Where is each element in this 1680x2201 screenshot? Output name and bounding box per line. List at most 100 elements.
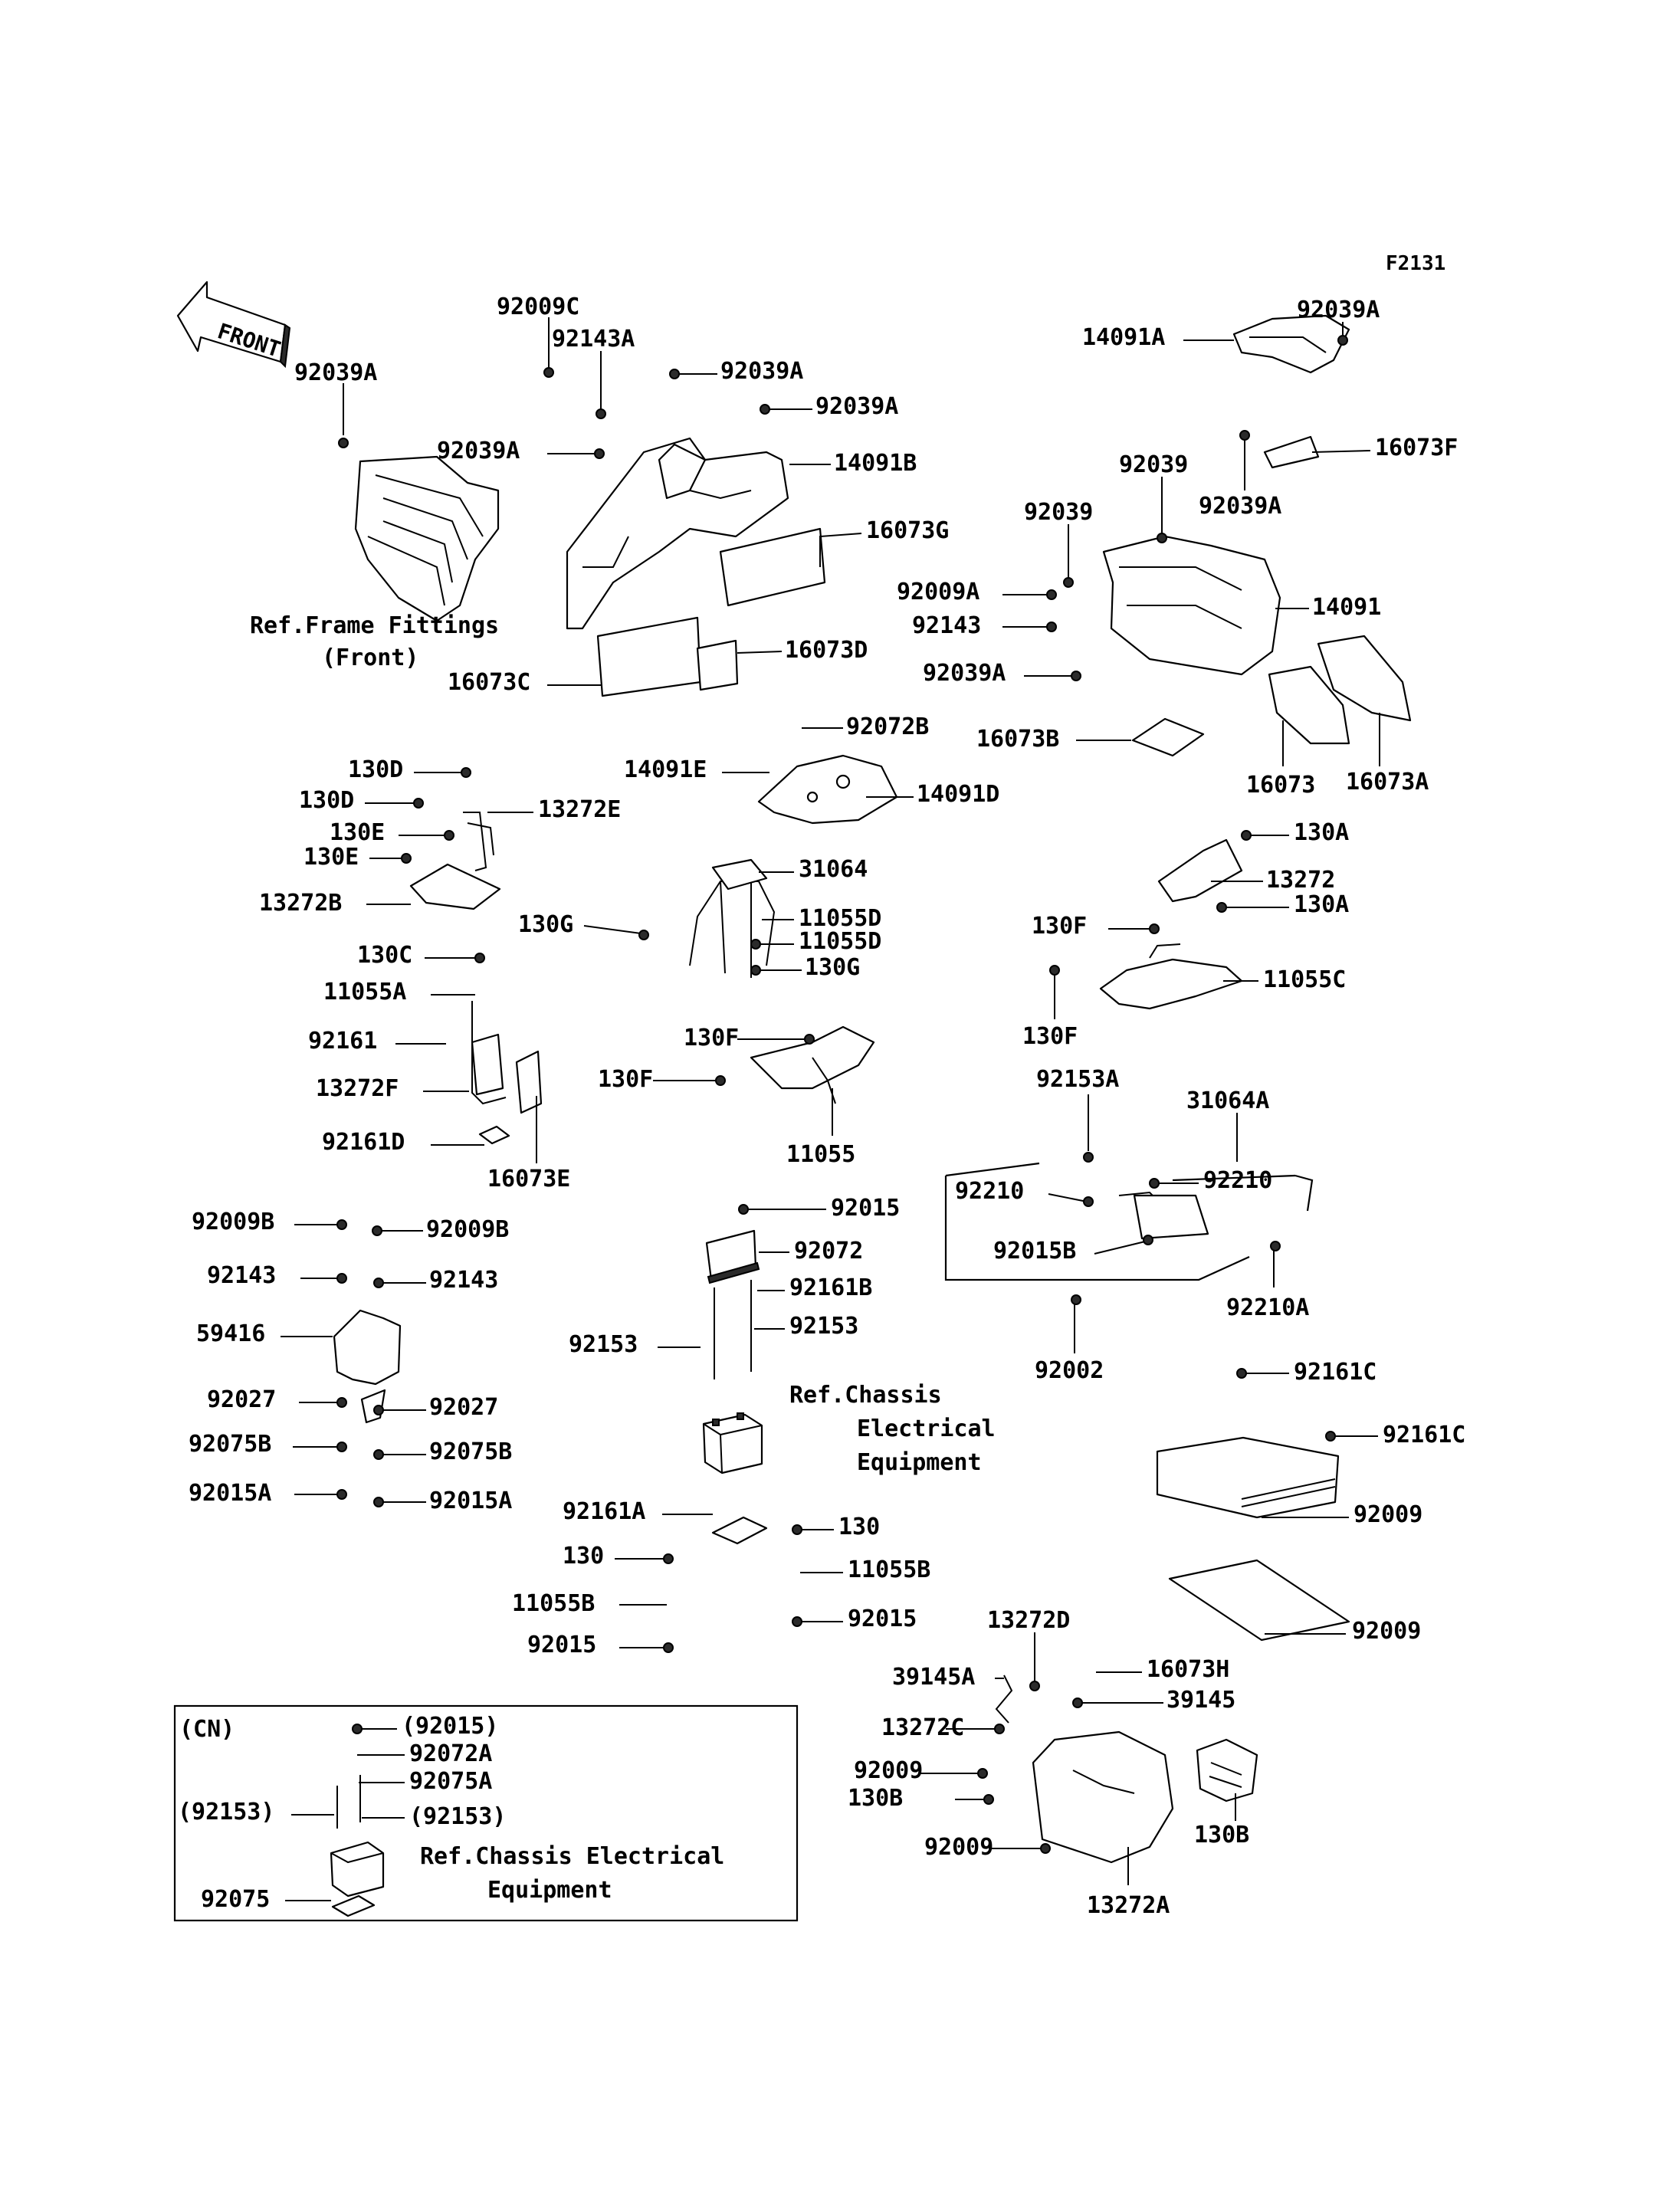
part-number-label: 14091 bbox=[1312, 594, 1381, 621]
callout: 92009B bbox=[377, 1216, 509, 1243]
part-number-label: 92009 bbox=[1354, 1501, 1422, 1528]
fastener-icon bbox=[596, 408, 606, 419]
part-number-label: 13272D bbox=[987, 1607, 1070, 1634]
part-number-label: 92039A bbox=[1199, 493, 1281, 520]
part-number-label: 16073D bbox=[785, 637, 868, 664]
callout: 92143 bbox=[207, 1262, 342, 1289]
stay-31064a-part bbox=[1118, 1191, 1209, 1240]
fastener-icon bbox=[669, 369, 680, 379]
callout: 31064 bbox=[759, 856, 868, 883]
callout: 92039A bbox=[923, 660, 1073, 687]
mat-16073h-part bbox=[1168, 1559, 1350, 1642]
callout: 16073B bbox=[976, 726, 1131, 753]
fastener-icon bbox=[1072, 1697, 1083, 1708]
fastener-icon bbox=[792, 1524, 802, 1535]
bracket-13272-part bbox=[1157, 838, 1243, 903]
part-number-label: 14091E bbox=[624, 756, 707, 783]
fastener-icon bbox=[738, 1204, 749, 1215]
callout: 92143A bbox=[552, 326, 635, 409]
cover-14091a-part bbox=[1232, 314, 1350, 374]
callout: 11055D bbox=[762, 905, 881, 932]
callout: 16073H bbox=[1096, 1656, 1229, 1683]
callout: 130G bbox=[759, 954, 860, 981]
part-number-label: 92161C bbox=[1294, 1359, 1376, 1386]
callout: 92009 bbox=[1265, 1618, 1421, 1645]
callout: 92015B bbox=[993, 1238, 1146, 1265]
fastener-icon bbox=[1063, 577, 1074, 588]
callout: 130B bbox=[1194, 1793, 1249, 1848]
callout: 16073C bbox=[448, 669, 602, 696]
callout: 130 bbox=[563, 1543, 667, 1570]
cover-14091-part bbox=[1102, 535, 1281, 676]
part-number-label: 11055D bbox=[799, 905, 881, 932]
callout: 92210 bbox=[955, 1178, 1088, 1205]
callout: 16073F bbox=[1311, 435, 1458, 461]
fastener-icon bbox=[1049, 965, 1060, 976]
cn-battery-part bbox=[330, 1775, 385, 1917]
fastener-icon bbox=[1040, 1843, 1051, 1854]
callout: 92075B bbox=[189, 1431, 342, 1458]
callout: 16073G bbox=[819, 517, 949, 567]
part-number-label: 13272 bbox=[1266, 867, 1335, 894]
fastener-icon bbox=[401, 853, 412, 864]
callout: 92039A bbox=[294, 359, 377, 435]
callout: 130D bbox=[348, 756, 466, 783]
figure-code: F2131 bbox=[1386, 252, 1445, 275]
part-number-label: 92009 bbox=[1352, 1618, 1421, 1645]
part-number-label: 92153 bbox=[789, 1313, 858, 1340]
part-number-label: 130E bbox=[304, 844, 359, 871]
callout: 11055A bbox=[323, 979, 475, 1005]
fastener-icon bbox=[1046, 622, 1057, 632]
fastener-icon bbox=[1270, 1241, 1281, 1251]
callout: 92009A bbox=[897, 579, 1047, 605]
bracket-13272f-part bbox=[471, 1001, 543, 1145]
part-number-label: 92039A bbox=[815, 393, 898, 420]
part-number-label: 92210 bbox=[955, 1178, 1024, 1205]
leader-line bbox=[737, 651, 783, 654]
callout: 92009 bbox=[854, 1757, 979, 1784]
callout: 92161D bbox=[322, 1129, 484, 1156]
part-number-label: 11055D bbox=[799, 928, 881, 955]
callout: 13272B bbox=[259, 890, 411, 917]
ref-frame-fittings-sub-label: (Front) bbox=[322, 645, 418, 671]
part-number-label: 92039A bbox=[923, 660, 1006, 687]
ref-chassis-label: Ref.Chassis bbox=[789, 1382, 942, 1409]
ref-chassis-sub-label: Electrical bbox=[857, 1415, 996, 1442]
fastener-icon bbox=[372, 1225, 382, 1236]
part-number-label: 14091B bbox=[834, 450, 917, 477]
fastener-icon bbox=[750, 965, 761, 976]
callout: 14091 bbox=[1275, 594, 1381, 621]
stay-31064-part bbox=[689, 858, 776, 978]
fastener-icon bbox=[1157, 533, 1167, 543]
fastener-icon bbox=[792, 1616, 802, 1627]
part-number-label: 92015 bbox=[848, 1606, 917, 1632]
callout: 130F bbox=[1022, 973, 1078, 1050]
callout: 92153A bbox=[1036, 1066, 1119, 1151]
part-number-label: 31064A bbox=[1186, 1087, 1269, 1114]
callout: 92039 bbox=[1119, 451, 1188, 533]
cn-title: (CN) bbox=[179, 1716, 235, 1743]
callout: 92039A bbox=[768, 393, 898, 420]
part-number-label: 130B bbox=[1194, 1822, 1249, 1848]
part-number-label: 13272B bbox=[259, 890, 342, 917]
callout: 130G bbox=[518, 911, 641, 938]
part-number-label: 130 bbox=[838, 1514, 880, 1540]
part-number-label: 92015A bbox=[189, 1480, 271, 1507]
fastener-icon bbox=[543, 367, 554, 378]
callout: 14091B bbox=[789, 450, 917, 477]
cn-part-number-label: 92075A bbox=[409, 1768, 492, 1795]
battery-holder-92072-part bbox=[705, 1229, 760, 1379]
plate-13272a-part bbox=[1196, 1738, 1258, 1802]
part-number-label: 92210 bbox=[1203, 1167, 1272, 1194]
callout: 92143 bbox=[912, 612, 1047, 639]
part-number-label: 16073C bbox=[448, 669, 530, 696]
frame-box-31064a bbox=[944, 1162, 1314, 1281]
cover-14091b-part bbox=[566, 437, 789, 630]
fastener-icon bbox=[373, 1497, 384, 1507]
part-number-label: 16073A bbox=[1346, 769, 1429, 795]
cn-part-number-label: (92015) bbox=[402, 1713, 498, 1740]
part-number-label: 92143 bbox=[912, 612, 981, 639]
part-number-label: 130F bbox=[684, 1025, 739, 1051]
part-number-label: 13272E bbox=[538, 796, 621, 823]
part-number-label: 92009 bbox=[854, 1757, 923, 1784]
